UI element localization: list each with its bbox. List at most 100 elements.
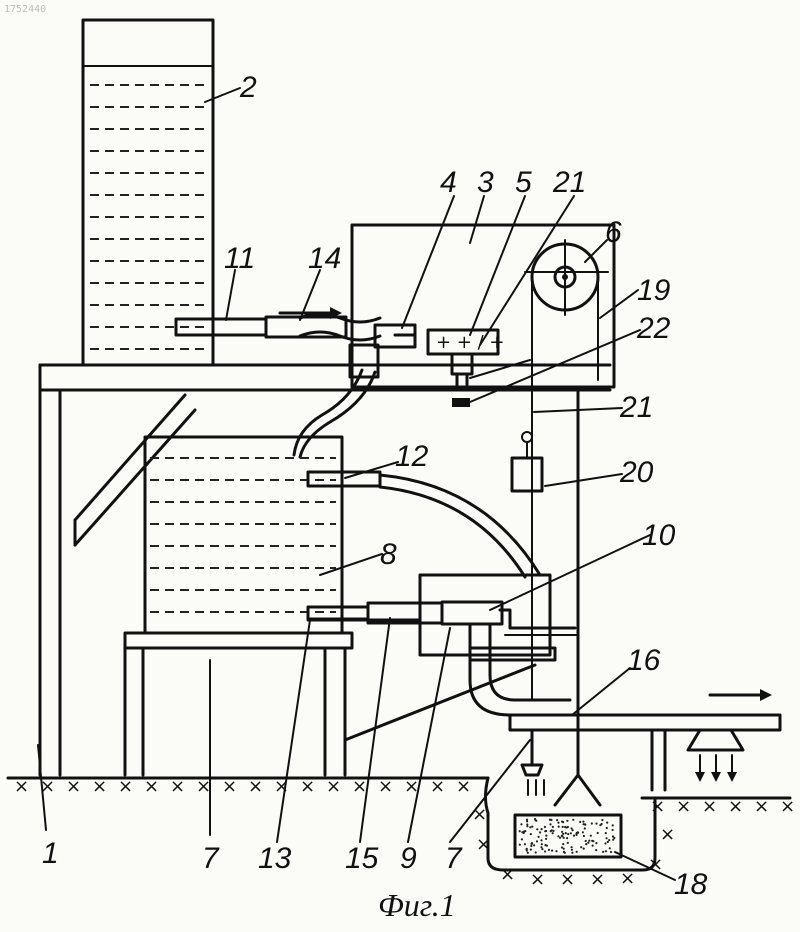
stipple-dot <box>564 852 566 854</box>
stipple-dot <box>520 823 522 825</box>
ground-mark: × <box>660 824 675 845</box>
inlet-pipe <box>176 307 380 340</box>
stipple-dot <box>582 831 584 833</box>
ground-mark: × <box>620 868 635 889</box>
ground-mark: × <box>590 869 605 890</box>
ground-mark: × <box>702 796 717 817</box>
stipple-dot <box>567 842 569 844</box>
doc-number: 1752440 <box>4 4 46 15</box>
stipple-dot <box>592 845 594 847</box>
stipple-dot <box>562 826 564 828</box>
ground-mark: × <box>14 776 29 797</box>
stipple-dot <box>571 852 573 854</box>
label-20: 20 <box>619 456 654 489</box>
stipple-dot <box>606 822 608 824</box>
ground-mark: × <box>300 776 315 797</box>
stipple-dot <box>544 850 546 852</box>
stipple-dot <box>541 848 543 850</box>
stipple-dot <box>577 831 579 833</box>
figure-caption: Фиг.1 <box>378 887 456 923</box>
stipple-dot <box>571 846 573 848</box>
stipple-dot <box>607 841 609 843</box>
stipple-dot <box>540 846 542 848</box>
ground-mark: × <box>352 776 367 797</box>
stipple-dot <box>530 833 532 835</box>
collection-box <box>515 815 621 857</box>
stipple-dot <box>612 835 614 837</box>
stipple-dot <box>527 852 529 854</box>
stipple-dot <box>562 833 564 835</box>
stipple-dot <box>550 819 552 821</box>
stipple-dot <box>583 848 585 850</box>
relay-contacts: + + / + <box>428 330 530 407</box>
label-7-table: 7 <box>202 842 220 875</box>
stipple-dot <box>606 827 608 829</box>
stipple-dot <box>608 839 610 841</box>
stipple-dot <box>559 837 561 839</box>
stipple-dot <box>584 827 586 829</box>
lower-tank <box>145 437 342 633</box>
stipple-dot <box>565 832 567 834</box>
ground-mark: × <box>326 776 341 797</box>
stipple-dot <box>526 848 528 850</box>
stipple-dot <box>544 826 546 828</box>
stipple-dot <box>552 832 554 834</box>
stipple-dot <box>595 849 597 851</box>
stipple-dot <box>579 821 581 823</box>
label-1: 1 <box>42 837 59 870</box>
label-18: 18 <box>674 868 708 901</box>
stipple-dot <box>610 851 612 853</box>
label-15: 15 <box>345 842 379 875</box>
stipple-dot <box>585 843 587 845</box>
label-16: 16 <box>627 644 661 677</box>
label-4: 4 <box>440 166 457 199</box>
stipple-dot <box>576 851 578 853</box>
stipple-dot <box>597 832 599 834</box>
label-13: 13 <box>258 842 292 875</box>
ground-mark: × <box>476 834 491 855</box>
stipple-dot <box>534 818 536 820</box>
stipple-dot <box>566 820 568 822</box>
stipple-dot <box>541 828 543 830</box>
stipple-dot <box>584 824 586 826</box>
stipple-dot <box>591 840 593 842</box>
stipple-dot <box>557 835 559 837</box>
ground-mark: × <box>650 796 665 817</box>
stipple-dot <box>599 824 601 826</box>
stipple-dot <box>521 831 523 833</box>
stipple-dot <box>571 849 573 851</box>
stipple-dot <box>545 830 547 832</box>
ground-mark: × <box>196 776 211 797</box>
upper-tank-liquid <box>90 85 207 349</box>
stipple-dot <box>526 820 528 822</box>
stipple-dot <box>541 843 543 845</box>
ground-mark: × <box>530 869 545 890</box>
stipple-dot <box>561 821 563 823</box>
label-12: 12 <box>395 440 429 473</box>
upper-tank <box>83 20 213 365</box>
stipple-dot <box>544 844 546 846</box>
ground-mark: × <box>66 776 81 797</box>
stipple-dot <box>582 821 584 823</box>
label-5: 5 <box>515 166 532 199</box>
stipple-dot <box>580 846 582 848</box>
stipple-dot <box>555 850 557 852</box>
counterweight <box>512 432 542 491</box>
stipple-dot <box>539 831 541 833</box>
stipple-dot <box>570 832 572 834</box>
ground-mark: × <box>118 776 133 797</box>
ground-mark: × <box>728 796 743 817</box>
stipple-dot <box>530 849 532 851</box>
stipple-dot <box>519 844 521 846</box>
stipple-dot <box>530 845 532 847</box>
stipple-dot <box>551 829 553 831</box>
stipple-dot <box>612 829 614 831</box>
stipple-dot <box>538 836 540 838</box>
stipple-dot <box>535 851 537 853</box>
stipple-dot <box>545 835 547 837</box>
conveyor <box>510 689 780 790</box>
stipple-dot <box>602 851 604 853</box>
stipple-dot <box>533 844 535 846</box>
